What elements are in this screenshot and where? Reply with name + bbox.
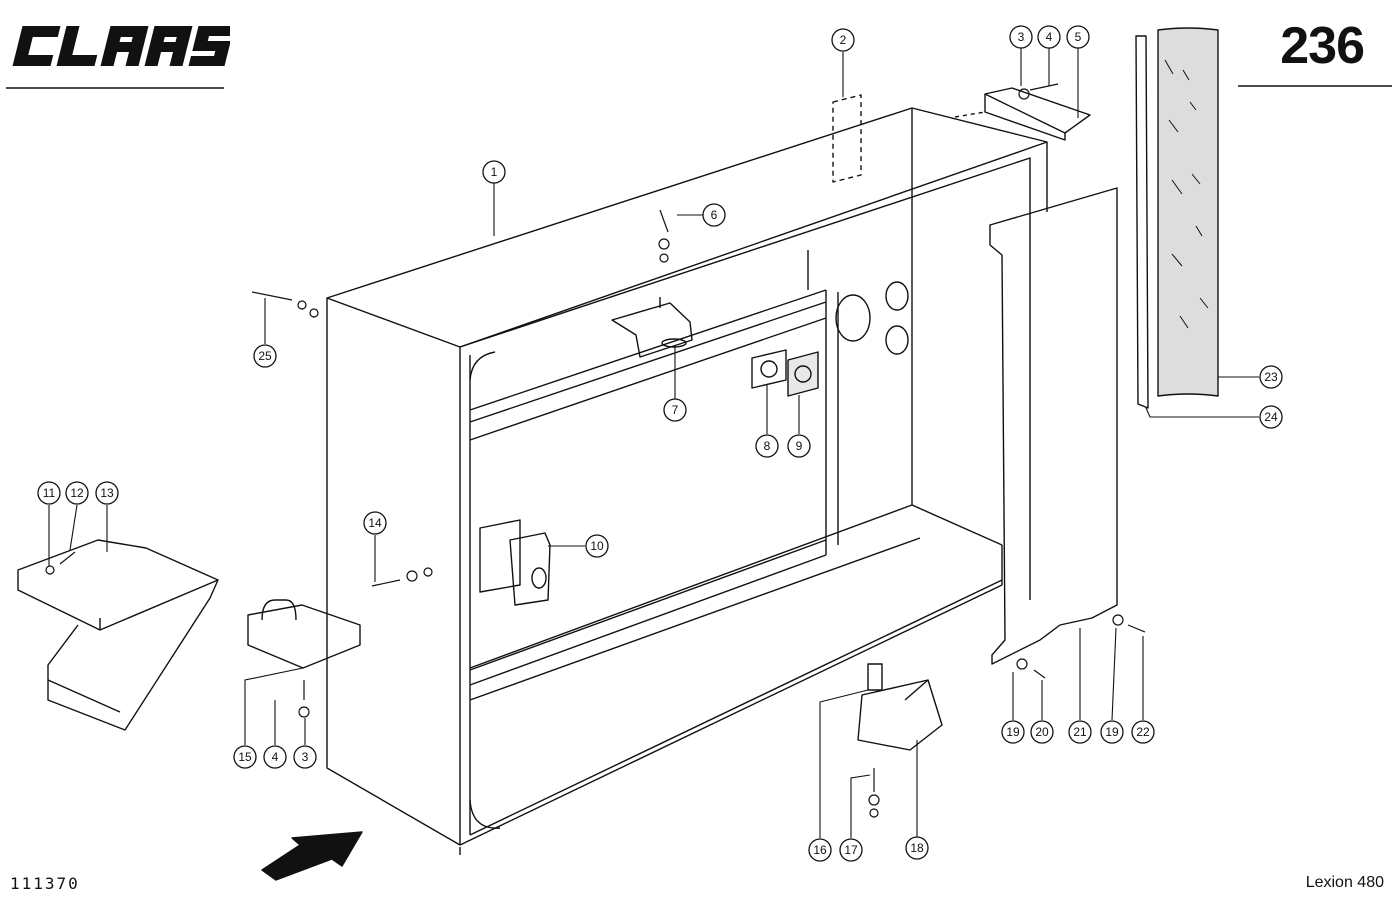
callout-label: 21 (1073, 725, 1087, 739)
side-panel-part-21 (989, 187, 1118, 665)
callout-10: 10 (585, 534, 609, 558)
bracket-part-5 (954, 87, 1091, 141)
plate-part-9-hole (794, 365, 812, 383)
callout-label: 17 (844, 843, 858, 857)
callout-18: 18 (905, 836, 929, 860)
plate-part-2 (832, 94, 862, 183)
callout-25: 25 (253, 344, 277, 368)
callout-label: 10 (590, 539, 604, 553)
callout-7: 7 (663, 398, 687, 422)
callout-label: 5 (1075, 30, 1082, 44)
page-number: 236 (1280, 17, 1365, 75)
direction-arrow (261, 831, 363, 881)
strip-part-24 (1135, 35, 1149, 409)
plate-part-8 (751, 349, 787, 389)
callout-11: 11 (37, 481, 61, 505)
callout-label: 3 (302, 750, 309, 764)
callout-2: 2 (831, 28, 855, 52)
callout-6: 6 (702, 203, 726, 227)
callout-label: 3 (1018, 30, 1025, 44)
step-part-13 (17, 539, 219, 731)
callout-label: 1 (491, 165, 498, 179)
callout-label: 12 (70, 486, 84, 500)
callout-label: 19 (1105, 725, 1119, 739)
callout-5: 5 (1066, 25, 1090, 49)
callout-label: 20 (1035, 725, 1049, 739)
leader-lines (48, 48, 1259, 838)
callout-label: 23 (1264, 370, 1278, 384)
callout-label: 13 (100, 486, 114, 500)
claas-logo (12, 26, 230, 66)
main-box-frame (326, 107, 1048, 855)
bracket-part-18 (857, 679, 943, 751)
callout-label: 24 (1264, 410, 1278, 424)
callout-20: 20 (1030, 720, 1054, 744)
callout-4: 4 (1037, 25, 1061, 49)
callout-12: 12 (65, 481, 89, 505)
callout-label: 4 (1046, 30, 1053, 44)
callout-label: 11 (43, 486, 56, 500)
bracket-part-15 (247, 599, 361, 669)
callout-label: 16 (813, 843, 827, 857)
callout-19: 19 (1001, 720, 1025, 744)
callout-24: 24 (1259, 405, 1283, 429)
callout-label: 22 (1136, 725, 1150, 739)
callout-label: 8 (764, 439, 771, 453)
callout-label: 14 (368, 516, 382, 530)
callout-21: 21 (1068, 720, 1092, 744)
callout-14: 14 (363, 511, 387, 535)
callout-13: 13 (95, 481, 119, 505)
callout-label: 19 (1006, 725, 1020, 739)
callout-9: 9 (787, 434, 811, 458)
foam-part-23 (1157, 27, 1219, 397)
bracket-part-10 (479, 519, 551, 606)
model-name: Lexion 480 (1305, 874, 1384, 891)
bolt-part-25 (251, 291, 293, 301)
callout-19: 19 (1100, 720, 1124, 744)
callout-label: 4 (272, 750, 279, 764)
callout-8: 8 (755, 434, 779, 458)
callout-label: 2 (840, 33, 847, 47)
callout-label: 6 (711, 208, 718, 222)
callout-label: 15 (238, 750, 252, 764)
callout-label: 25 (258, 349, 272, 363)
plate-part-9 (787, 351, 819, 397)
spacer-part-16 (867, 663, 883, 691)
callout-4: 4 (263, 745, 287, 769)
callout-label: 9 (796, 439, 803, 453)
bracket-part-7 (611, 297, 693, 358)
callout-3: 3 (293, 745, 317, 769)
callout-22: 22 (1131, 720, 1155, 744)
plate-part-8-hole (760, 360, 778, 378)
callout-label: 7 (672, 403, 679, 417)
callout-15: 15 (233, 745, 257, 769)
callout-23: 23 (1259, 365, 1283, 389)
callout-1: 1 (482, 160, 506, 184)
drawing-number: 111370 (10, 874, 80, 893)
callout-16: 16 (808, 838, 832, 862)
callout-17: 17 (839, 838, 863, 862)
callout-3: 3 (1009, 25, 1033, 49)
callout-label: 18 (910, 841, 924, 855)
